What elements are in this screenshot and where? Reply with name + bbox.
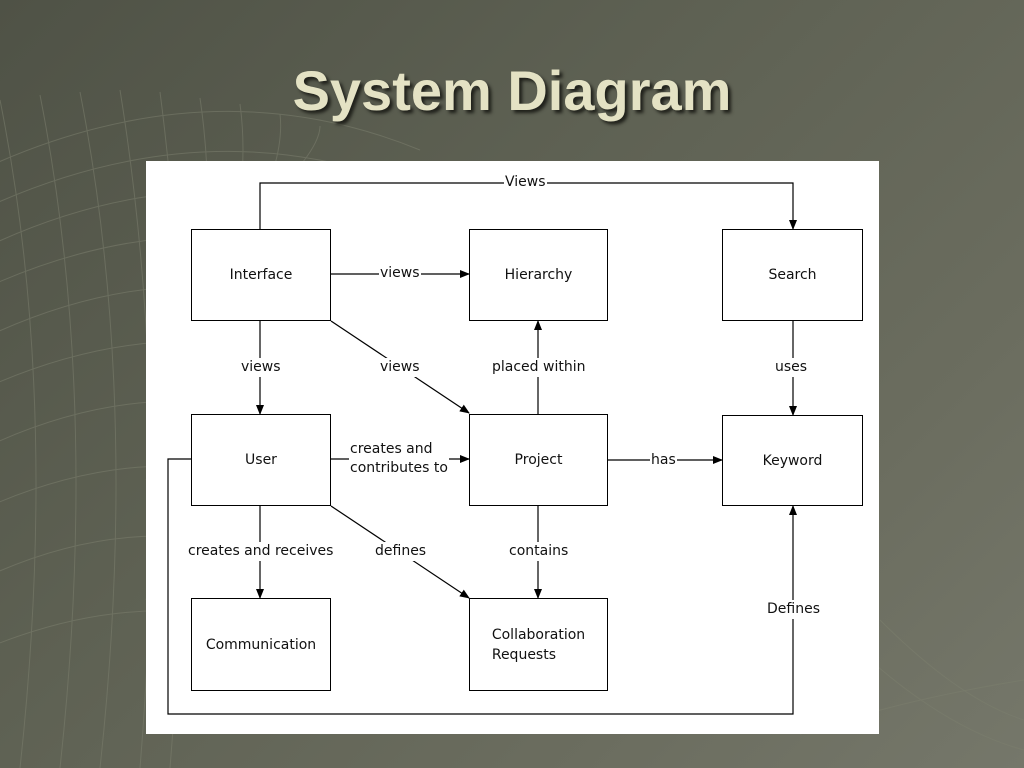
edge-label-project-collaboration: contains — [508, 542, 570, 561]
edge-label-user-keyword: Defines — [766, 600, 821, 619]
node-search-label: Search — [768, 267, 817, 283]
edge-label-project-hierarchy: placed within — [491, 358, 587, 377]
system-diagram: Interface Hierarchy Search User Project … — [146, 161, 879, 734]
node-search: Search — [722, 229, 863, 321]
edge-user-keyword — [167, 458, 797, 715]
node-communication: Communication — [191, 598, 331, 691]
node-hierarchy: Hierarchy — [469, 229, 608, 321]
node-keyword: Keyword — [722, 415, 863, 506]
node-user: User — [191, 414, 331, 506]
edge-label-project-keyword: has — [650, 451, 677, 470]
node-interface: Interface — [191, 229, 331, 321]
node-collaboration-requests: Collaboration Requests — [469, 598, 608, 691]
edge-label-interface-project: views — [379, 358, 421, 377]
node-project: Project — [469, 414, 608, 506]
edge-label-user-communication: creates and receives — [187, 542, 335, 561]
node-interface-label: Interface — [229, 267, 293, 283]
edge-label-user-project: creates and contributes to — [349, 440, 449, 478]
edge-label-interface-hierarchy: views — [379, 264, 421, 283]
edge-label-interface-user: views — [240, 358, 282, 377]
slide-title: System Diagram — [292, 59, 732, 122]
node-user-label: User — [245, 452, 277, 468]
node-collaboration-requests-label: Collaboration Requests — [491, 626, 586, 663]
node-communication-label: Communication — [205, 636, 317, 653]
node-hierarchy-label: Hierarchy — [504, 267, 573, 283]
edge-label-user-collaboration: defines — [374, 542, 428, 561]
node-keyword-label: Keyword — [762, 452, 823, 469]
edge-label-interface-search: Views — [504, 173, 547, 192]
edge-label-search-keyword: uses — [774, 358, 809, 377]
node-project-label: Project — [514, 452, 563, 468]
